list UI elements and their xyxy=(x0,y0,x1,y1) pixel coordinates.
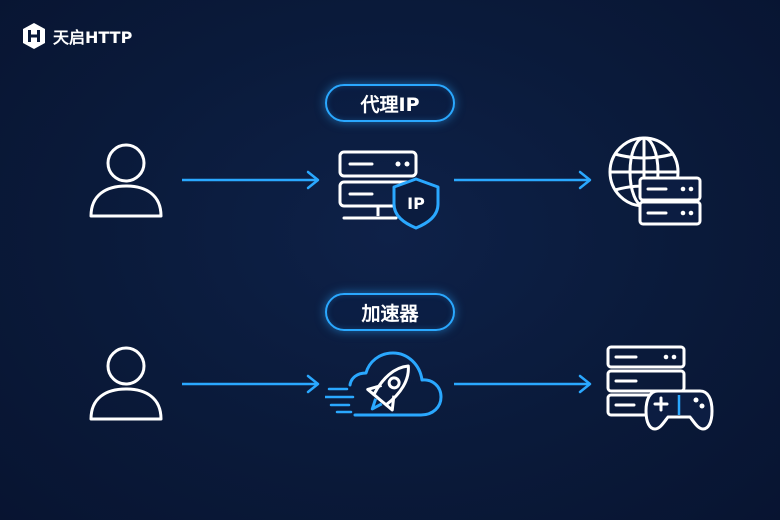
flow-arrow xyxy=(454,170,592,190)
globe-server-icon xyxy=(608,136,702,226)
logo-h-icon xyxy=(23,23,45,49)
server-gamepad-icon xyxy=(606,345,714,431)
brand-name: 天启HTTP xyxy=(53,28,133,47)
flow-arrow xyxy=(182,374,320,394)
brand-logo: 天启HTTP xyxy=(20,22,132,50)
accelerator-label: 加速器 xyxy=(325,293,455,331)
flow-arrow xyxy=(182,170,320,190)
rocket-cloud-icon xyxy=(325,351,443,417)
shield-ip-badge: IP xyxy=(407,194,425,213)
user-icon xyxy=(89,143,163,218)
server-shield-ip-icon: IP xyxy=(338,150,440,230)
flow-arrow xyxy=(454,374,592,394)
proxy-ip-label: 代理IP xyxy=(325,84,455,122)
user-icon xyxy=(89,346,163,421)
